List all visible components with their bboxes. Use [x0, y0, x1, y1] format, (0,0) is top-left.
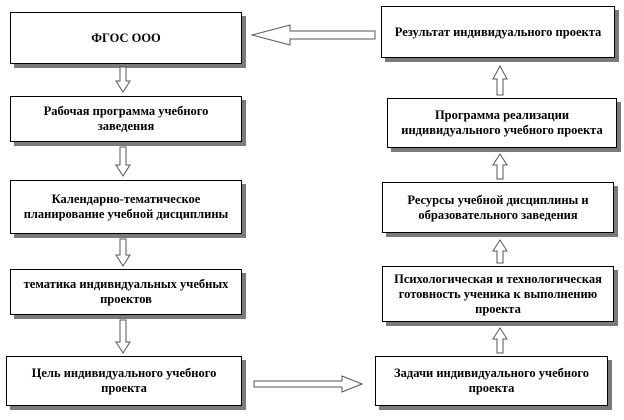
box-topics: тематика индивидуальных учебных проектов: [10, 269, 242, 315]
arrow-resources-to-program: [492, 153, 508, 180]
arrow-goal-to-tasks: [253, 375, 364, 393]
arrow-tasks-to-readiness: [492, 327, 508, 354]
box-work-program: Рабочая программа учебного заведения: [10, 96, 242, 142]
arrow-fgos-to-work-program: [115, 66, 131, 93]
box-fgos-label: ФГОС ООО: [91, 30, 161, 45]
box-calendar-plan-label: Календарно-тематическое планирование уче…: [23, 192, 229, 221]
arrow-calendar-plan-to-topics: [115, 238, 131, 267]
box-work-program-label: Рабочая программа учебного заведения: [43, 104, 209, 133]
box-result: Результат индивидуального проекта: [381, 6, 615, 58]
box-readiness-label: Психологическая и технологическая готовн…: [394, 271, 602, 316]
arrow-readiness-to-resources: [492, 239, 508, 264]
box-tasks: Задачи индивидуального учебного проекта: [375, 356, 608, 406]
box-resources: Ресурсы учебной дисциплины и образовател…: [382, 182, 614, 233]
arrow-result-to-fgos: [250, 24, 376, 46]
box-topics-label: тематика индивидуальных учебных проектов: [23, 277, 229, 306]
box-result-label: Результат индивидуального проекта: [394, 24, 602, 39]
box-goal-label: Цель индивидуального учебного проекта: [31, 366, 217, 395]
box-fgos: ФГОС ООО: [10, 12, 242, 64]
arrow-program-to-result: [492, 64, 508, 96]
box-goal: Цель индивидуального учебного проекта: [6, 356, 242, 406]
arrow-topics-to-goal: [115, 319, 131, 354]
arrow-work-program-to-calendar-plan: [115, 146, 131, 177]
box-program-label: Программа реализации индивидуального уче…: [401, 108, 603, 137]
box-readiness: Психологическая и технологическая готовн…: [382, 266, 614, 322]
box-tasks-label: Задачи индивидуального учебного проекта: [394, 366, 589, 395]
box-resources-label: Ресурсы учебной дисциплины и образовател…: [407, 192, 589, 222]
box-calendar-plan: Календарно-тематическое планирование уче…: [10, 180, 242, 234]
box-program: Программа реализации индивидуального уче…: [387, 98, 617, 148]
